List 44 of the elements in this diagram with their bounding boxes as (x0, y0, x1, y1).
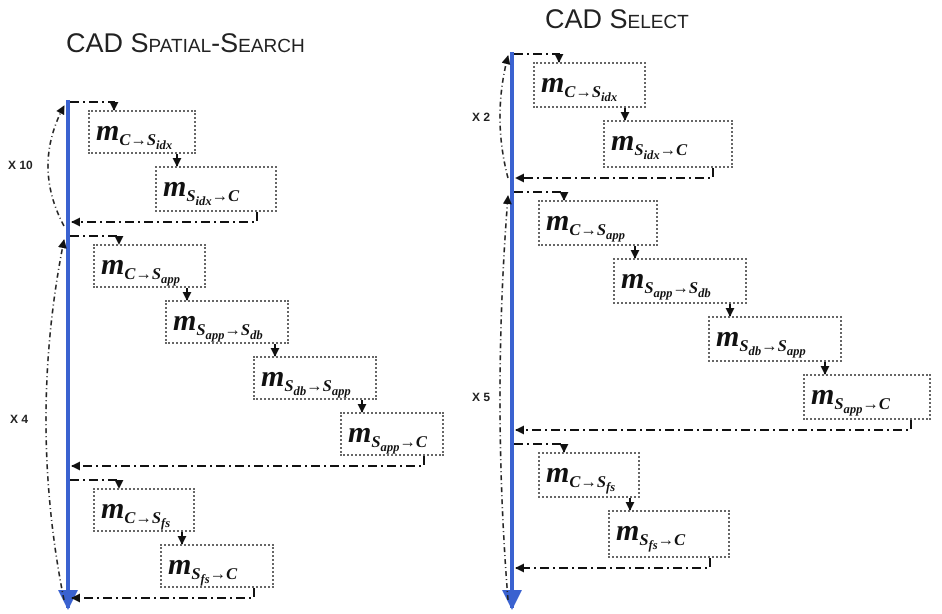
message-box (608, 510, 730, 558)
repeat-count: X 2 (472, 110, 490, 124)
arrow (726, 304, 734, 317)
message-box (708, 316, 842, 362)
arrow (71, 588, 255, 602)
arrow (820, 362, 830, 375)
arrow (70, 101, 118, 111)
arrow (270, 344, 280, 357)
repeat-count: X 4 (10, 412, 28, 426)
arrow (182, 288, 192, 301)
message-box (88, 110, 196, 154)
message-box (93, 488, 195, 532)
message-box (603, 120, 733, 168)
repeat-count: X 5 (472, 390, 490, 404)
message-box (538, 452, 640, 498)
arrow (515, 558, 711, 572)
arrow (515, 168, 714, 182)
message-box (165, 300, 289, 344)
arrow (70, 479, 124, 489)
arrow (514, 191, 568, 201)
arrow (626, 498, 634, 511)
arrow (358, 400, 366, 413)
arrow (630, 246, 640, 259)
arrow (514, 53, 564, 63)
repeat-count: X 10 (8, 158, 33, 172)
panel-title: CAD Spatial-Search (66, 28, 305, 59)
arrow (70, 235, 124, 245)
arrow (71, 212, 258, 226)
arrow (514, 443, 568, 453)
arrow (620, 108, 630, 121)
arrow (178, 532, 186, 545)
message-box (93, 244, 206, 288)
message-box (155, 166, 277, 212)
arrow (71, 456, 425, 470)
panel-title: CAD Select (545, 4, 689, 35)
message-box (533, 62, 646, 108)
arrow (172, 154, 182, 167)
message-box (253, 356, 377, 400)
message-box (803, 374, 931, 420)
message-box (538, 200, 658, 246)
message-box (340, 412, 444, 456)
message-box (160, 544, 274, 588)
message-box (613, 258, 747, 304)
arrow (515, 420, 912, 434)
